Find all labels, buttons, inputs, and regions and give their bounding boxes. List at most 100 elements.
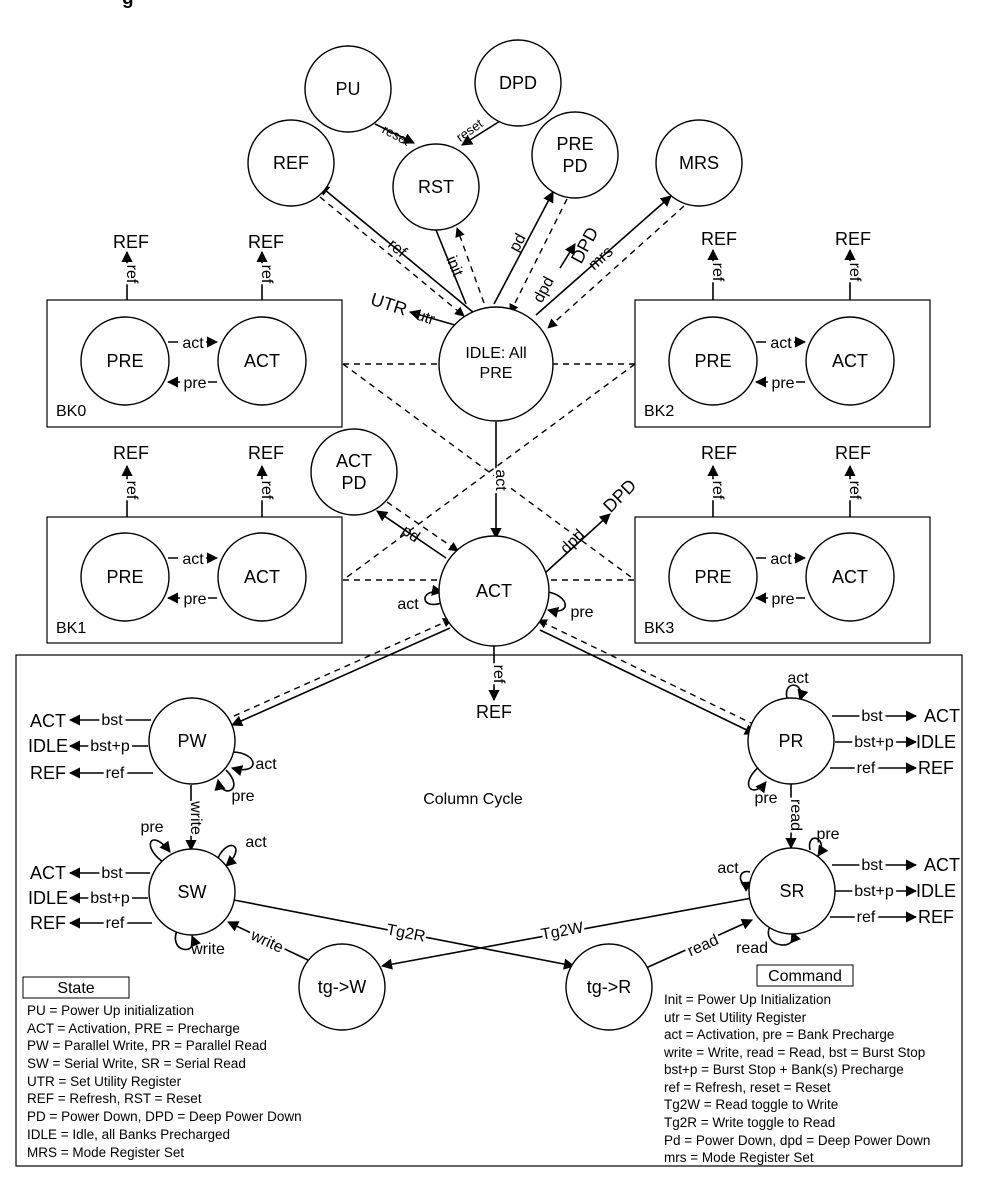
sr-label-bstp: bst+p	[854, 883, 894, 900]
node-pw: PW	[148, 697, 236, 785]
bk0-label: BK0	[56, 403, 86, 420]
legend-state-item: ACT = Activation, PRE = Precharge	[27, 1021, 240, 1036]
legend-command-header: Command	[768, 968, 842, 985]
node-tgr-label: tg->R	[587, 977, 632, 997]
sw-label-self-act: act	[245, 834, 267, 851]
edge-sr-self-read	[767, 925, 801, 946]
edge-sr-self-act	[739, 870, 753, 892]
pr-label-self-pre: pre	[754, 790, 777, 807]
bk1-pre-edge-label: pre	[183, 591, 206, 608]
edge-pu-rst	[374, 123, 416, 144]
pw-label-ref: ref	[106, 765, 125, 782]
pw-target-ref: REF	[30, 763, 66, 783]
bk1-act-node	[217, 532, 307, 622]
legend-state: State PU = Power Up initialization ACT =…	[22, 976, 302, 1160]
legend-command-item: Tg2R = Write toggle to Read	[664, 1115, 835, 1130]
node-tgr: tg->R	[565, 943, 653, 1031]
legend-command-item: act = Activation, pre = Bank Precharge	[664, 1027, 894, 1042]
edge-idle-prepd	[493, 191, 554, 305]
bk3-ref-target-1: REF	[701, 443, 737, 463]
node-idle-label-2: PRE	[480, 365, 513, 382]
legend-command-item: ref = Refresh, reset = Reset	[664, 1080, 831, 1095]
pr-target-ref: REF	[918, 758, 954, 778]
label-act-self-pre: pre	[570, 604, 593, 621]
label-act-dpd: dpd	[557, 526, 588, 557]
sr-target-idle: IDLE	[916, 881, 956, 901]
bk1-pre-label: PRE	[106, 567, 143, 587]
edge-sr-self-pre	[808, 837, 829, 857]
edge-idle-ref	[318, 184, 475, 314]
node-dpd-top: DPD	[474, 39, 562, 127]
bank-bk0: PRE ACT act pre BK0	[56, 250, 307, 420]
edge-act-dpd	[544, 513, 611, 574]
node-act-main-label: ACT	[476, 581, 512, 601]
legend-state-item: SW = Serial Write, SR = Serial Read	[27, 1056, 246, 1071]
legend-state-header: State	[57, 980, 94, 997]
pw-target-idle: IDLE	[28, 736, 68, 756]
edge-ref-idle	[319, 196, 465, 317]
bk0-ref-target-1: REF	[113, 232, 149, 252]
sr-label-bst: bst	[861, 857, 883, 874]
node-pr-label: PR	[778, 731, 803, 751]
node-actpd: ACT PD	[310, 428, 398, 516]
bk0-ref-target-2: REF	[248, 232, 284, 252]
legend-command-item: utr = Set Utility Register	[664, 1010, 807, 1025]
edge-sw-self-pre	[149, 839, 171, 865]
node-dpd-top-label: DPD	[499, 73, 537, 93]
edge-tgw-sw	[226, 921, 309, 961]
legend-state-item: MRS = Mode Register Set	[27, 1145, 184, 1160]
node-prepd-label-1: PRE	[556, 134, 593, 154]
bk1-act-edge-label: act	[182, 551, 204, 568]
edge-act-pw	[230, 627, 451, 727]
bk3-ref-label-2: ref	[846, 481, 863, 500]
legend-state-item: PU = Power Up initialization	[27, 1003, 194, 1018]
legend-command-item: write = Write, read = Read, bst = Burst …	[663, 1045, 925, 1060]
pr-target-idle: IDLE	[916, 732, 956, 752]
node-sw-label: SW	[178, 882, 207, 902]
edge-pr-self-act	[785, 684, 809, 702]
legend-command-item: bst+p = Burst Stop + Bank(s) Precharge	[664, 1062, 904, 1077]
edge-bk2-bk1	[342, 363, 636, 581]
bank-box-bk1	[46, 516, 343, 644]
edge-actpd-act	[386, 501, 459, 552]
pw-target-act: ACT	[30, 711, 66, 731]
bk3-pre-node	[668, 532, 758, 622]
label-pu-reset: reset	[380, 122, 413, 149]
pr-label-bst: bst	[861, 708, 883, 725]
label-act-pd: pd	[398, 522, 422, 546]
bk1-ref-label-1: ref	[123, 481, 140, 500]
bk3-ref-label-1: ref	[709, 481, 726, 500]
legend-state-item: REF = Refresh, RST = Reset	[27, 1091, 202, 1106]
node-actpd-label-2: PD	[341, 473, 366, 493]
pr-target-act: ACT	[924, 706, 960, 726]
bk0-act-edge-label: act	[182, 335, 204, 352]
node-tgw: tg->W	[298, 943, 386, 1031]
legend-state-item: UTR = Set Utility Register	[27, 1074, 182, 1089]
sw-target-act: ACT	[30, 863, 66, 883]
edge-sr-tgw	[380, 897, 753, 970]
sw-label-ref: ref	[106, 915, 125, 932]
sr-label-self-read: read	[736, 940, 768, 957]
bk1-act-label: ACT	[244, 567, 280, 587]
edge-mrs-idle	[547, 205, 685, 329]
bk3-pre-edge-label: pre	[771, 591, 794, 608]
bk3-act-edge-label: act	[770, 551, 792, 568]
label-tgr-read: read	[685, 932, 721, 961]
bank-bk3: PRE ACT act pre BK3	[644, 464, 895, 637]
pr-label-ref: ref	[857, 760, 876, 777]
bank-bk1: PRE ACT act pre BK1	[56, 464, 307, 637]
label-tg2w: Tg2W	[540, 919, 586, 943]
edge-pw-act	[233, 618, 453, 717]
node-ref-top: REF	[247, 119, 335, 207]
edge-sw-self-act	[217, 844, 238, 867]
bk3-act-node	[805, 532, 895, 622]
pw-label-self-pre: pre	[231, 788, 254, 805]
node-tgw-label: tg->W	[318, 977, 367, 997]
node-idle-label-1: IDLE: All	[465, 345, 526, 362]
bk0-ref-label-1: ref	[123, 265, 140, 284]
sw-label-bst: bst	[101, 865, 123, 882]
target-utr: UTR	[368, 289, 409, 319]
edge-tgr-sr	[645, 919, 754, 969]
node-rst: RST	[392, 143, 480, 231]
bk2-act-node	[805, 316, 895, 406]
